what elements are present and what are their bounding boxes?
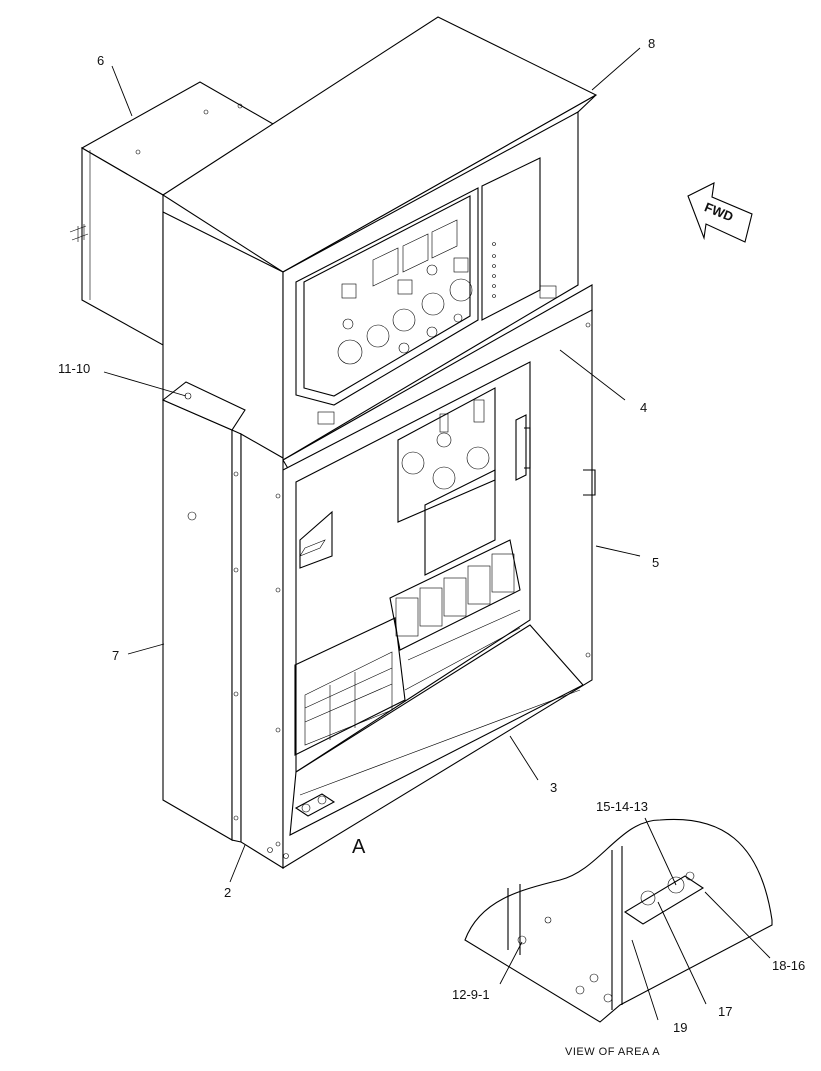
callout-3: 3 [550, 780, 557, 795]
fwd-arrow: FWD [687, 182, 753, 243]
callout-11-10: 11-10 [58, 361, 90, 376]
bottom-tray [267, 624, 584, 859]
callout-19: 19 [673, 1020, 687, 1035]
callout-17: 17 [718, 1004, 732, 1019]
callout-15-14-13: 15-14-13 [596, 799, 648, 814]
callout-18-16: 18-16 [772, 958, 805, 973]
top-housing [161, 16, 598, 461]
control-panel [295, 157, 557, 425]
callout-7: 7 [112, 648, 119, 663]
callout-area-a: A [352, 836, 366, 858]
callout-5: 5 [652, 555, 659, 570]
leader-lines [103, 47, 771, 1021]
lower-left-components [294, 510, 406, 756]
receptacle-panel [397, 387, 496, 576]
breaker-row [389, 539, 521, 661]
callout-labels: 6 8 11-10 4 5 7 3 2 A 15-14-13 18-16 12-… [58, 36, 805, 1058]
callout-4: 4 [640, 400, 647, 415]
detail-view-area-a [464, 818, 773, 1023]
view-caption: VIEW OF AREA A [565, 1046, 660, 1058]
callout-12-9-1: 12-9-1 [452, 987, 490, 1002]
callout-6: 6 [97, 53, 104, 68]
lower-cabinet [161, 309, 596, 869]
callout-2: 2 [224, 885, 231, 900]
callout-8: 8 [648, 36, 655, 51]
rear-box [69, 81, 282, 346]
